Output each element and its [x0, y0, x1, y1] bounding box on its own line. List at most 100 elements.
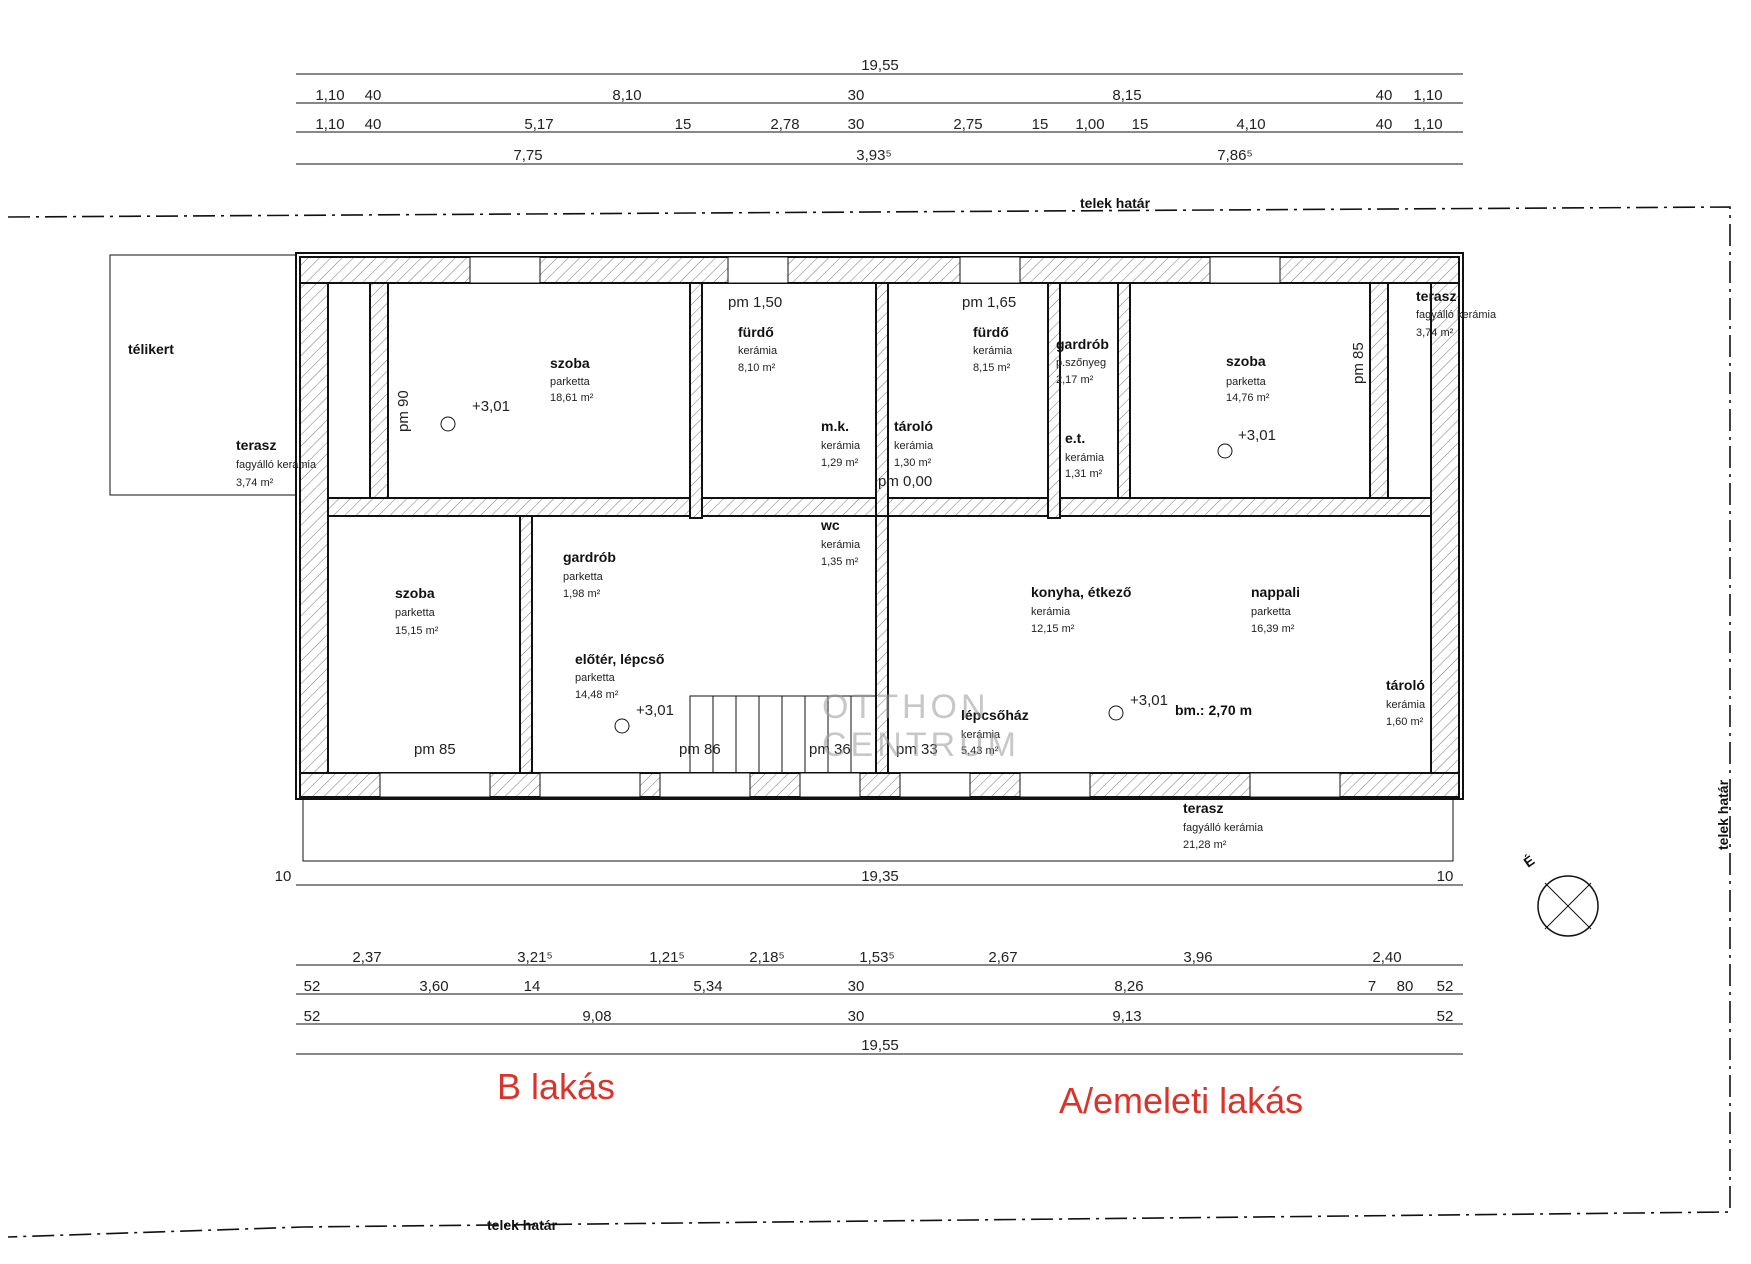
top-dims-row4: 7,75 3,93⁵ 7,86⁵ [513, 147, 1252, 164]
watermark: OTTHON CENTRUM [822, 688, 1016, 764]
room-area: 1,35 m² [821, 556, 859, 568]
dim-text: 1,10 [1413, 116, 1442, 133]
room-tarolo1: tároló kerámia 1,30 m² [894, 418, 934, 469]
room-material: kerámia [894, 440, 934, 452]
parapet-text: pm 1,50 [728, 294, 782, 311]
top-dims-row3: 1,10 40 5,17 15 2,78 30 2,75 15 1,00 15 … [315, 116, 1442, 133]
room-material: kerámia [821, 440, 861, 452]
parapet-text: pm 85 [414, 741, 456, 758]
room-material: kerámia [961, 729, 1001, 741]
room-name: előtér, lépcső [575, 651, 664, 667]
level-text: bm.: 2,70 m [1175, 702, 1252, 718]
dim-text: 5,17 [524, 116, 553, 133]
room-name: lépcsőház [961, 707, 1029, 723]
level-markers: +3,01 +3,01 +3,01 +3,01 pm 0,00 bm.: 2,7… [440, 398, 1276, 734]
bottom-dimension-lines [296, 884, 1463, 1055]
watermark-line1: OTTHON [822, 688, 990, 726]
room-area: 2,17 m² [1056, 374, 1094, 386]
room-material: kerámia [973, 345, 1013, 357]
room-area: 5,43 m² [961, 745, 999, 757]
bottom-dims-row5: 19,55 [861, 1037, 899, 1054]
room-area: 1,60 m² [1386, 716, 1424, 728]
room-area: 15,15 m² [395, 625, 439, 637]
level-text: +3,01 [636, 702, 674, 719]
dim-text: 3,21⁵ [517, 949, 552, 966]
room-area: 8,15 m² [973, 362, 1011, 374]
level-text: pm 0,00 [878, 473, 932, 490]
dim-text: 2,78 [770, 116, 799, 133]
room-name: tároló [1386, 677, 1425, 693]
room-terasz-bottom: terasz fagyálló kerámia 21,28 m² [1183, 800, 1264, 851]
room-area: 1,31 m² [1065, 468, 1103, 480]
dim-text: 30 [848, 978, 865, 995]
room-telikert: télikert [128, 341, 174, 357]
level-text: +3,01 [472, 398, 510, 415]
room-area: 16,39 m² [1251, 623, 1295, 635]
bottom-dims-row4: 52 9,08 30 9,13 52 [304, 1008, 1454, 1025]
parapet-text: pm 36 [809, 741, 851, 758]
room-area: 18,61 m² [550, 392, 594, 404]
dim-text: 1,53⁵ [859, 949, 894, 966]
dim-text: 10 [275, 868, 292, 885]
room-name: e.t. [1065, 430, 1085, 446]
dim-text: 30 [848, 116, 865, 133]
room-name: gardrób [1056, 336, 1109, 352]
room-gardrob-a: gardrób p.szőnyeg 2,17 m² [1056, 336, 1109, 386]
dim-text: 10 [1437, 868, 1454, 885]
north-arrow: É [1521, 852, 1599, 937]
north-label: É [1521, 852, 1538, 870]
room-tarolo2: tároló kerámia 1,60 m² [1386, 677, 1426, 728]
room-konyha: konyha, étkező kerámia 12,15 m² [1031, 584, 1131, 635]
dim-text: 19,35 [861, 868, 899, 885]
dim-text: 30 [848, 87, 865, 104]
room-material: parketta [575, 672, 616, 684]
room-area: 3,74 m² [1416, 327, 1454, 339]
parapet-text: pm 85 [1350, 342, 1367, 384]
dim-text: 3,96 [1183, 949, 1212, 966]
room-name: konyha, étkező [1031, 584, 1131, 600]
dim-text: 2,40 [1372, 949, 1401, 966]
room-name: terasz [1183, 800, 1223, 816]
dim-text: 40 [365, 87, 382, 104]
room-area: 1,30 m² [894, 457, 932, 469]
room-area: 12,15 m² [1031, 623, 1075, 635]
room-material: parketta [563, 571, 604, 583]
top-dimension-lines [296, 73, 1463, 165]
dim-text: 14 [524, 978, 541, 995]
room-name: fürdő [738, 324, 774, 340]
dim-text: 52 [1437, 978, 1454, 995]
dim-text: 2,67 [988, 949, 1017, 966]
dim-text: 15 [1132, 116, 1149, 133]
dim-text: 7 [1368, 978, 1376, 995]
dim-text: 40 [1376, 87, 1393, 104]
top-dims-row1: 19,55 [861, 57, 899, 74]
parapet-text: pm 1,65 [962, 294, 1016, 311]
dim-text: 80 [1397, 978, 1414, 995]
apartment-label-a: A/emeleti lakás [1059, 1080, 1303, 1121]
room-material: kerámia [1065, 452, 1105, 464]
room-furdo-b: fürdő kerámia 8,10 m² [738, 324, 778, 374]
room-name: tároló [894, 418, 933, 434]
dim-text: 2,18⁵ [749, 949, 784, 966]
parapet-text: pm 33 [896, 741, 938, 758]
dim-text: 9,13 [1112, 1008, 1141, 1025]
property-boundary [7, 206, 1731, 1238]
room-area: 14,76 m² [1226, 392, 1270, 404]
room-material: kerámia [821, 539, 861, 551]
dim-text: 9,08 [582, 1008, 611, 1025]
room-szoba-b1: szoba parketta 18,61 m² [550, 355, 594, 404]
room-name: nappali [1251, 584, 1300, 600]
bottom-dims-row1: 10 19,35 10 [275, 868, 1454, 885]
room-name: szoba [395, 585, 435, 601]
room-material: fagyálló kerámia [1183, 822, 1264, 834]
dim-text: 52 [304, 978, 321, 995]
room-mk: m.k. kerámia 1,29 m² [821, 418, 861, 469]
dim-text: 7,75 [513, 147, 542, 164]
terrace-outline [109, 254, 1454, 862]
room-material: kerámia [738, 345, 778, 357]
boundary-label-right: telek határ [1715, 779, 1731, 850]
room-name: terasz [1416, 288, 1456, 304]
dim-text: 1,00 [1075, 116, 1104, 133]
bottom-dims-row3: 52 3,60 14 5,34 30 8,26 7 80 52 [304, 978, 1454, 995]
